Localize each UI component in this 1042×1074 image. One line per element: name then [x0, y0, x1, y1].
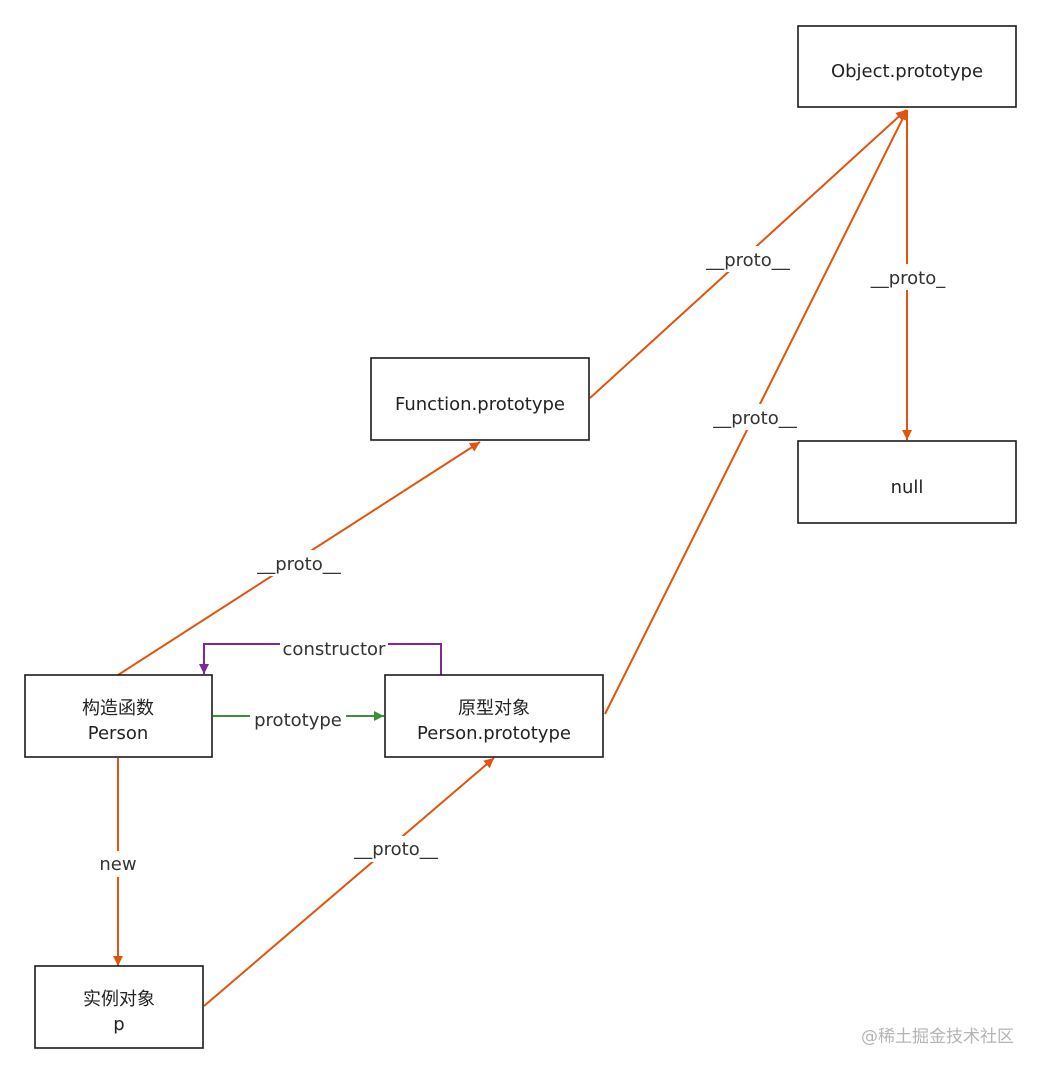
edge-label-person-prototype: prototype: [250, 707, 346, 733]
svg-text:Person: Person: [88, 723, 149, 744]
svg-text:p: p: [113, 1014, 124, 1035]
edge-label-person-new: new: [96, 851, 140, 877]
svg-text:Person.prototype: Person.prototype: [417, 723, 571, 744]
svg-text:原型对象: 原型对象: [458, 698, 530, 719]
edge-label-person-to-function: __proto__: [251, 550, 347, 576]
svg-text:__proto__: __proto__: [712, 408, 798, 429]
svg-text:null: null: [891, 477, 924, 498]
svg-text:__proto__: __proto__: [705, 250, 791, 271]
node-object-prototype: Object.prototype: [797, 25, 1017, 108]
edge-label-function-to-object: __proto__: [700, 246, 796, 272]
edge-label-prototype-to-object: __proto__: [707, 404, 803, 430]
node-null: null: [797, 440, 1017, 524]
node-function-prototype: Function.prototype: [370, 357, 590, 441]
svg-text:__proto__: __proto__: [353, 839, 439, 860]
svg-text:__proto_: __proto_: [870, 268, 947, 289]
svg-text:构造函数: 构造函数: [82, 698, 154, 719]
node-constructor-person: 构造函数 Person: [24, 674, 213, 758]
svg-text:prototype: prototype: [254, 710, 342, 731]
edge-label-object-to-null: __proto_: [864, 264, 952, 290]
node-instance-object: 实例对象 p: [34, 965, 204, 1049]
svg-text:constructor: constructor: [283, 639, 387, 660]
svg-text:Function.prototype: Function.prototype: [395, 394, 565, 415]
node-prototype-object: 原型对象 Person.prototype: [384, 674, 604, 758]
svg-text:实例对象: 实例对象: [83, 989, 155, 1010]
svg-text:__proto__: __proto__: [256, 554, 342, 575]
svg-text:Object.prototype: Object.prototype: [831, 61, 983, 82]
edge-label-instance-to-prototype: __proto__: [348, 836, 444, 862]
edge-label-prototype-constructor: constructor: [280, 636, 388, 662]
watermark: @稀土掘金技术社区: [861, 1027, 1014, 1047]
svg-text:new: new: [99, 854, 136, 875]
edge-instance-to-prototype: [203, 757, 495, 1007]
